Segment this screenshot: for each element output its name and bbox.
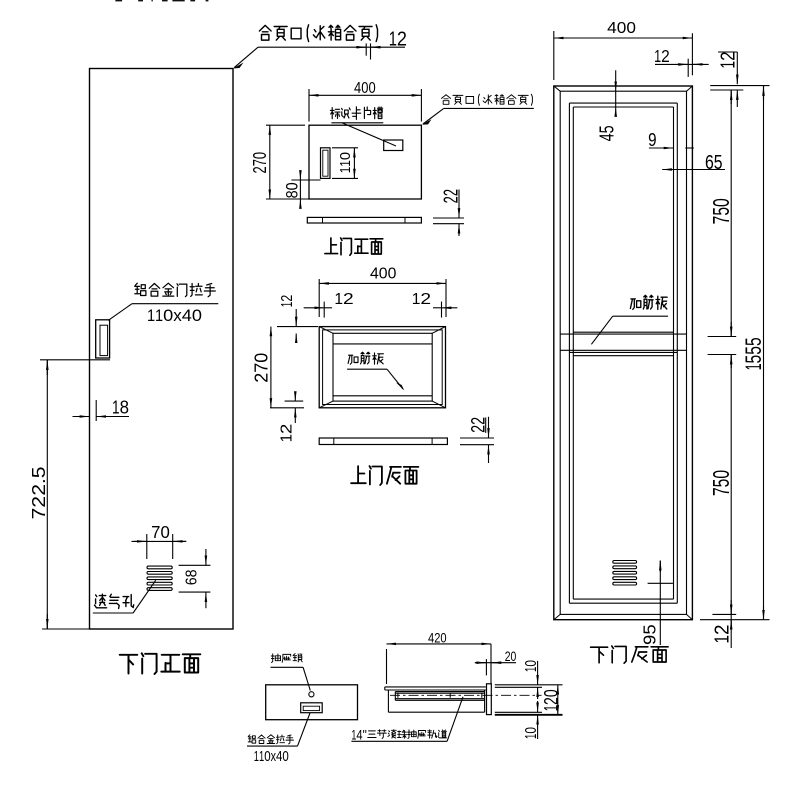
svg-text:0: 0 (440, 631, 446, 647)
svg-text:2: 2 (661, 46, 670, 66)
svg-text:6: 6 (705, 152, 714, 174)
svg-text:1: 1 (338, 160, 354, 167)
svg-text:2: 2 (542, 697, 563, 705)
svg-text:7: 7 (249, 159, 270, 166)
svg-text:5: 5 (28, 467, 49, 479)
svg-text:1: 1 (389, 29, 397, 51)
svg-text:0: 0 (542, 689, 563, 697)
svg-text:2: 2 (251, 373, 272, 383)
svg-text:1: 1 (254, 749, 259, 765)
svg-text:2: 2 (249, 166, 270, 173)
svg-text:1: 1 (717, 61, 739, 69)
svg-text:9: 9 (648, 129, 656, 150)
svg-text:1: 1 (259, 749, 264, 765)
svg-text:6: 6 (183, 577, 200, 585)
svg-text:0: 0 (163, 306, 173, 325)
svg-text:4: 4 (370, 265, 379, 282)
svg-text:4: 4 (428, 631, 434, 647)
svg-text:1: 1 (523, 734, 540, 739)
svg-text:.: . (28, 478, 49, 484)
svg-text:7: 7 (251, 363, 272, 373)
svg-text:x: x (173, 306, 182, 325)
svg-text:1: 1 (147, 306, 155, 325)
svg-text:1: 1 (155, 306, 163, 325)
svg-text:5: 5 (714, 152, 723, 174)
svg-text:0: 0 (249, 152, 270, 159)
svg-text:0: 0 (379, 265, 388, 282)
svg-text:4: 4 (182, 306, 192, 325)
svg-text:2: 2 (711, 624, 733, 635)
svg-text:0: 0 (251, 353, 272, 363)
svg-text:1: 1 (412, 291, 421, 308)
svg-text:1: 1 (711, 635, 733, 644)
svg-text:0: 0 (361, 80, 368, 97)
svg-text:0: 0 (369, 80, 376, 97)
svg-text:5: 5 (595, 125, 618, 133)
svg-text:0: 0 (523, 660, 540, 667)
svg-text:5: 5 (708, 479, 734, 488)
svg-text:2: 2 (717, 52, 739, 61)
svg-text:5: 5 (640, 624, 660, 635)
svg-text:0: 0 (708, 470, 734, 479)
svg-text:0: 0 (511, 648, 517, 664)
svg-text:1: 1 (334, 291, 343, 308)
svg-text:1: 1 (279, 302, 296, 308)
svg-text:2: 2 (505, 648, 511, 664)
svg-text:4: 4 (607, 19, 617, 37)
svg-text:4: 4 (354, 80, 362, 97)
svg-text:1: 1 (654, 46, 661, 66)
svg-text:0: 0 (282, 182, 301, 190)
svg-text:2: 2 (468, 425, 489, 433)
svg-text:x: x (271, 749, 277, 765)
svg-text:2: 2 (441, 189, 463, 196)
svg-text:0: 0 (338, 152, 354, 160)
svg-text:": " (363, 726, 367, 742)
svg-text:1: 1 (351, 726, 356, 742)
svg-text:8: 8 (282, 190, 301, 198)
svg-text:0: 0 (626, 19, 636, 37)
svg-text:2: 2 (434, 631, 440, 647)
svg-text:0: 0 (192, 306, 202, 325)
svg-text:2: 2 (279, 295, 296, 302)
svg-text:7: 7 (151, 522, 160, 542)
svg-text:2: 2 (420, 291, 431, 308)
svg-text:9: 9 (640, 635, 660, 645)
svg-text:0: 0 (160, 522, 169, 542)
svg-text:0: 0 (282, 749, 288, 765)
svg-text:1: 1 (278, 434, 295, 442)
svg-text:5: 5 (708, 207, 734, 216)
svg-text:2: 2 (343, 291, 354, 308)
svg-text:5: 5 (741, 346, 766, 355)
svg-text:7: 7 (28, 508, 49, 520)
svg-text:2: 2 (397, 29, 407, 51)
svg-text:0: 0 (388, 265, 397, 282)
svg-text:4: 4 (356, 726, 362, 742)
svg-text:8: 8 (183, 569, 200, 577)
svg-text:7: 7 (708, 487, 734, 496)
svg-text:1: 1 (523, 667, 540, 672)
svg-text:2: 2 (468, 417, 489, 425)
svg-text:5: 5 (741, 337, 766, 346)
svg-text:2: 2 (278, 424, 295, 434)
svg-text:4: 4 (276, 749, 282, 765)
svg-text:7: 7 (708, 216, 734, 225)
svg-text:2: 2 (28, 484, 49, 496)
svg-text:1: 1 (338, 167, 354, 174)
svg-text:2: 2 (28, 496, 49, 508)
svg-text:1: 1 (741, 363, 766, 370)
svg-text:0: 0 (264, 749, 270, 765)
svg-text:1: 1 (542, 705, 563, 711)
svg-text:0: 0 (708, 198, 734, 207)
svg-text:1: 1 (112, 398, 120, 418)
svg-text:4: 4 (595, 133, 618, 141)
svg-text:2: 2 (441, 196, 463, 203)
svg-text:5: 5 (741, 355, 766, 364)
svg-text:0: 0 (617, 19, 627, 37)
svg-text:0: 0 (523, 727, 540, 734)
svg-text:8: 8 (120, 398, 129, 418)
